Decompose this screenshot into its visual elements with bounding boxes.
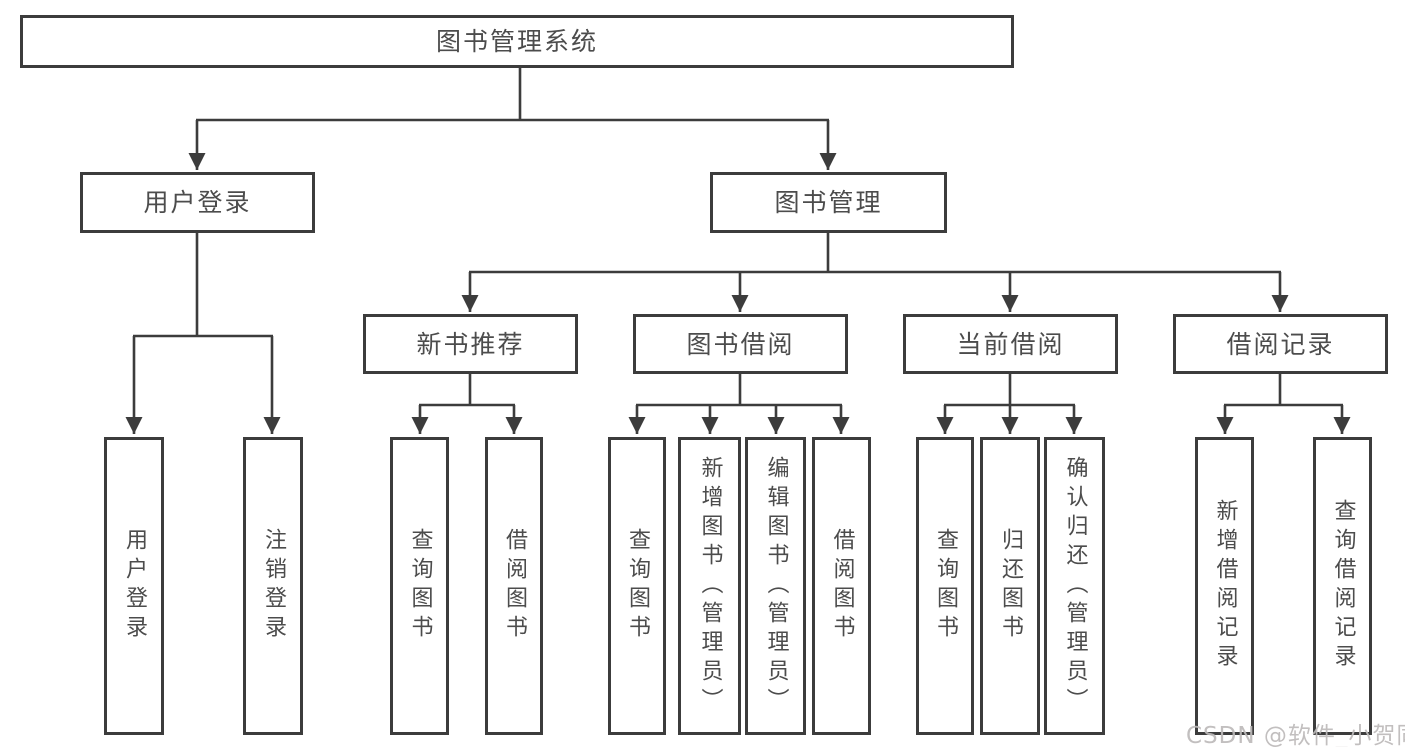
node-current-borrow: 当前借阅 xyxy=(903,314,1118,374)
leaf-borrow-books: 借阅图书 xyxy=(812,437,871,735)
connector-user-login-split xyxy=(125,233,281,434)
connector-book-mgmt-split xyxy=(461,233,1289,312)
node-root-system: 图书管理系统 xyxy=(20,15,1014,68)
leaf-query-books-current: 查询图书 xyxy=(916,437,974,735)
leaf-query-books-recommend: 查询图书 xyxy=(390,437,449,735)
node-new-book-recommend: 新书推荐 xyxy=(363,314,578,374)
leaf-logout: 注销登录 xyxy=(243,437,303,735)
leaf-add-borrow-record: 新增借阅记录 xyxy=(1195,437,1254,735)
leaf-return-books: 归还图书 xyxy=(980,437,1040,735)
leaf-query-borrow-record: 查询借阅记录 xyxy=(1313,437,1372,735)
connector-current-borrow-split xyxy=(936,374,1083,434)
leaf-confirm-return-admin: 确认归还（管理员） xyxy=(1044,437,1105,735)
connector-root-split xyxy=(188,67,837,170)
connector-book-borrow-split xyxy=(628,374,850,434)
node-book-borrow: 图书借阅 xyxy=(633,314,848,374)
leaf-borrow-books-recommend: 借阅图书 xyxy=(485,437,543,735)
csdn-watermark: CSDN @软件_小贺同学 xyxy=(1186,723,1405,747)
leaf-add-books-admin: 新增图书（管理员） xyxy=(678,437,741,735)
node-book-management: 图书管理 xyxy=(710,172,947,233)
leaf-edit-books-admin: 编辑图书（管理员） xyxy=(745,437,806,735)
connector-new-book-rec-split xyxy=(411,374,523,434)
node-user-login: 用户登录 xyxy=(80,172,315,233)
leaf-query-books-borrow: 查询图书 xyxy=(608,437,666,735)
node-borrow-records: 借阅记录 xyxy=(1173,314,1388,374)
leaf-user-login: 用户登录 xyxy=(104,437,164,735)
connector-borrow-records-split xyxy=(1216,374,1351,434)
